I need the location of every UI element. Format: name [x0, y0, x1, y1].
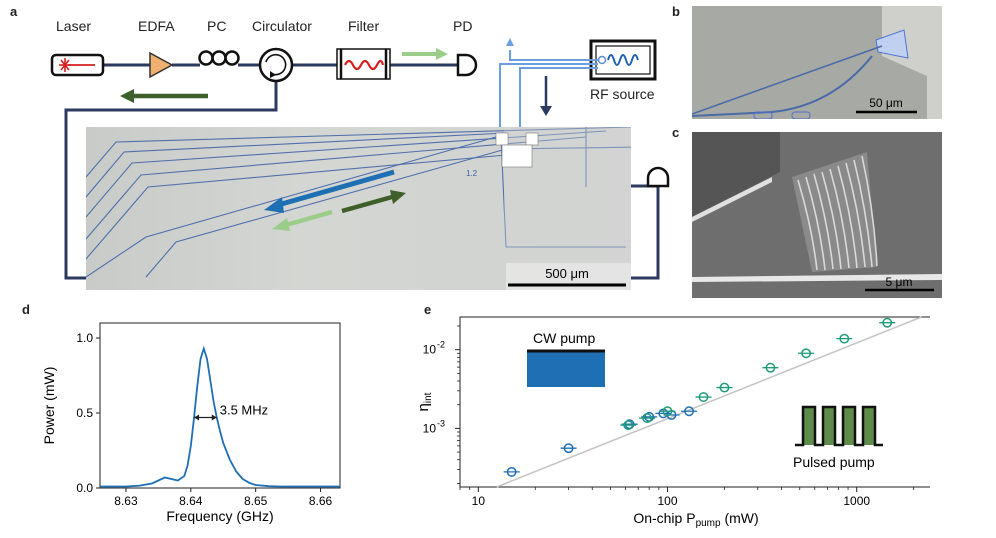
- chip-mark: 1.2: [466, 169, 478, 178]
- arrow-light-green-icon: [402, 48, 448, 60]
- fit-line: [496, 316, 922, 488]
- data-point: [644, 411, 655, 422]
- pulsed-pump-legend: Pulsed pump: [793, 405, 883, 470]
- fwhm-arrowhead-left: [194, 414, 200, 421]
- scalebar-a-label: 500 μm: [545, 266, 589, 281]
- linewidth-annotation: 3.5 MHz: [220, 403, 268, 418]
- efficiency-ylabel: ηint: [415, 392, 434, 411]
- data-point: [882, 317, 893, 328]
- photodetector-icon: [456, 53, 478, 77]
- data-point: [506, 466, 517, 477]
- edfa-label: EDFA: [138, 18, 175, 34]
- waveguide-pattern: 1.2 500 μm: [86, 127, 631, 290]
- arrow-light-green-chip-icon: [272, 209, 333, 231]
- efficiency-ytick-exponent: -2: [437, 340, 445, 350]
- efficiency-ytick-label: 10: [423, 343, 437, 357]
- spectrum-chart: 8.63 8.64 8.65 8.66 0.0 0.5 1.0 Frequency (GHz…: [41, 322, 341, 524]
- spectrum-ylabel: Power (mW): [41, 367, 57, 445]
- pulsed-pump-icon: [795, 405, 883, 447]
- data-point: [684, 406, 695, 417]
- chip-micrograph: 1.2 500 μm: [86, 127, 631, 290]
- pulsed-pump-label: Pulsed pump: [793, 454, 875, 470]
- data-point: [839, 333, 850, 344]
- rf-source-icon: [589, 39, 657, 81]
- data-point: [698, 392, 709, 403]
- panel-label-c: c: [672, 125, 680, 140]
- photodetector-output-icon: [646, 166, 670, 188]
- filter-label: Filter: [348, 18, 380, 34]
- arrow-blue-icon: [264, 169, 395, 213]
- filter-icon: [336, 48, 391, 80]
- pulse-bar: [843, 407, 855, 445]
- efficiency-xtick-label: 1000: [843, 494, 870, 508]
- edfa-amplifier-icon: [149, 51, 174, 79]
- panel-label-b: b: [672, 4, 680, 19]
- spectrum-xtick-label: 8.65: [244, 494, 268, 508]
- arrow-dark-green-icon: [120, 89, 208, 103]
- pulse-bar: [823, 407, 835, 445]
- panel-label-a: a: [10, 4, 18, 19]
- efficiency-xtick-label: 100: [658, 494, 678, 508]
- circulator-label: Circulator: [252, 18, 312, 34]
- efficiency-ytick-exponent: -3: [437, 418, 445, 428]
- setup-schematic: [50, 38, 670, 280]
- micrograph-c: 5 μm: [692, 132, 942, 298]
- fwhm-arrowhead-right: [211, 414, 217, 421]
- scalebar-b-label: 50 μm: [869, 96, 903, 110]
- pd-label: PD: [453, 18, 473, 34]
- data-point: [765, 362, 776, 373]
- data-point: [642, 413, 653, 424]
- rf-arrow-up-icon: [506, 38, 514, 46]
- panel-label-e: e: [424, 302, 432, 317]
- rf-source-label: RF source: [590, 86, 655, 102]
- rf-arrow-down-icon: [540, 76, 552, 116]
- panel-label-d: d: [22, 302, 30, 317]
- spectrum-xtick-label: 8.63: [114, 494, 138, 508]
- pulse-bar: [863, 407, 875, 445]
- spectrum-trace: [100, 345, 340, 488]
- pc-label: PC: [207, 18, 227, 34]
- spectrum-ytick-label: 0.0: [76, 481, 93, 495]
- pulse-outline: [795, 405, 883, 447]
- micrograph-b: 50 μm: [692, 6, 942, 119]
- spectrum-xtick-label: 8.66: [309, 494, 333, 508]
- scalebar-c-label: 5 μm: [886, 275, 913, 289]
- circulator-icon: [258, 47, 294, 83]
- rf-feed-lines: [499, 50, 598, 136]
- laser-label: Laser: [56, 18, 92, 34]
- data-point: [801, 348, 812, 359]
- spectrum-ytick-label: 1.0: [76, 331, 93, 345]
- spectrum-xtick-label: 8.64: [179, 494, 203, 508]
- data-point: [623, 420, 634, 431]
- efficiency-axes-frame: [459, 316, 930, 488]
- efficiency-xtick-label: 10: [472, 494, 486, 508]
- pulse-bar: [803, 407, 815, 445]
- fiber-path: [64, 63, 660, 280]
- idt-electrode: [495, 132, 539, 168]
- data-point: [719, 382, 730, 393]
- arrow-dark-green-chip-icon: [341, 190, 406, 214]
- spectrum-axes-frame: [99, 322, 341, 489]
- cw-pump-label: CW pump: [533, 330, 595, 346]
- cw-pump-legend: CW pump: [527, 330, 605, 387]
- efficiency-xlabel: On-chip Ppump (mW): [633, 510, 758, 529]
- efficiency-ytick-label: 10: [423, 421, 437, 435]
- data-point: [662, 406, 673, 417]
- laser-icon: [50, 53, 105, 77]
- spectrum-xlabel: Frequency (GHz): [166, 508, 273, 524]
- data-point: [624, 419, 635, 430]
- polarization-controller-icon: [198, 50, 240, 66]
- cw-pump-icon: [527, 351, 605, 387]
- data-point: [563, 443, 574, 454]
- spectrum-ytick-label: 0.5: [76, 406, 93, 420]
